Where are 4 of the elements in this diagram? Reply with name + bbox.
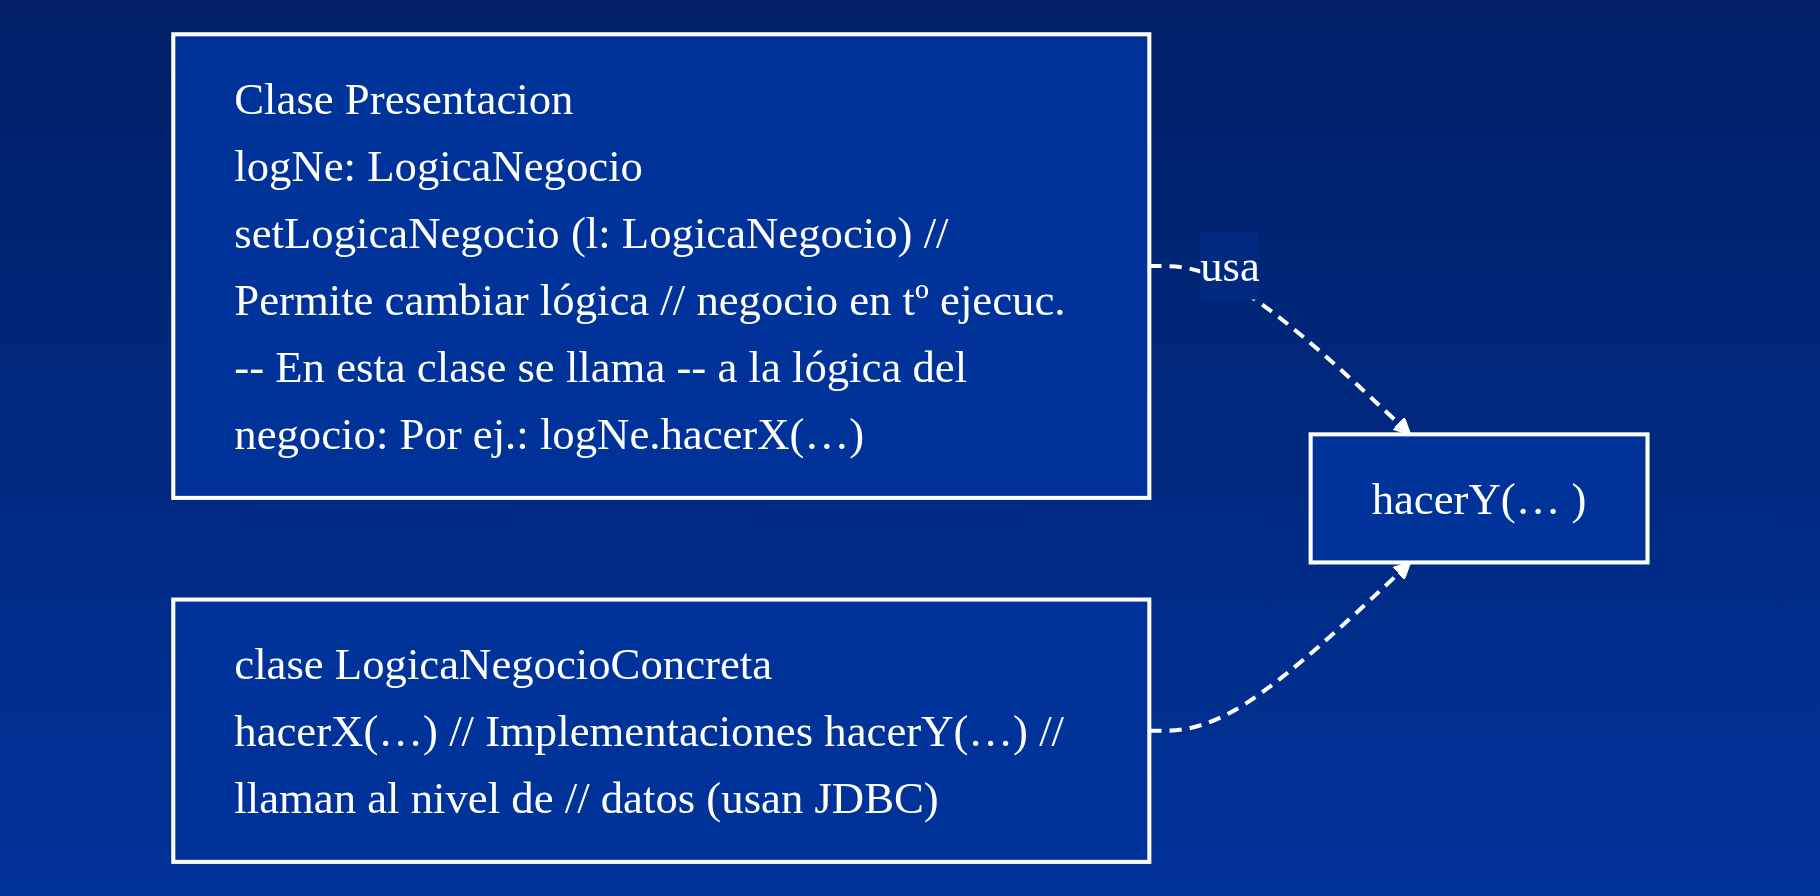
edge-label: usa (1199, 240, 1260, 292)
node-box: hacerY(… ) (1308, 432, 1650, 565)
node-box: Clase Presentacion logNe: LogicaNegocio setLogicaNegocio (l: LogicaNegocio) // Permite cambiar lógica // negocio en tº ejecuc. -- En esta clase se llama -- a la lógica del negocio: Por ej.: logNe.hacerX(…) (170, 32, 1151, 500)
node-box: clase LogicaNegocioConcreta hacerX(…) // Implementaciones hacerY(…) // llaman al nivel de // datos (usan JDBC) (170, 597, 1151, 864)
